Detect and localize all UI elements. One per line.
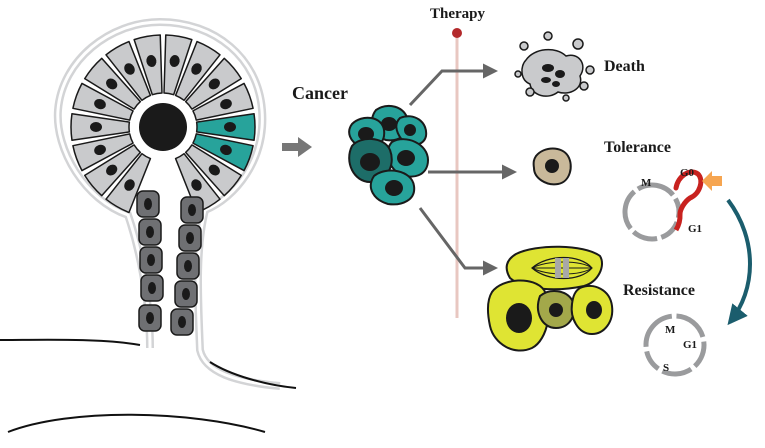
duct-cell bbox=[180, 196, 204, 224]
gland-structure bbox=[0, 17, 297, 433]
s-label: S bbox=[663, 362, 669, 374]
duct-cell bbox=[136, 190, 160, 218]
epithelial-cell bbox=[83, 57, 142, 110]
epithelial-cell bbox=[163, 34, 193, 96]
cancer-cell bbox=[369, 169, 416, 206]
resistance-cell-cycle: M G1 S bbox=[643, 313, 707, 377]
duct-cell bbox=[176, 252, 200, 280]
resistant-cell bbox=[570, 285, 614, 336]
apoptotic-cell bbox=[514, 31, 595, 102]
duct-cell bbox=[178, 224, 202, 252]
therapy-label: Therapy bbox=[430, 6, 486, 22]
cycle-ring bbox=[643, 313, 707, 377]
gland-inner-outline bbox=[56, 20, 281, 388]
tolerant-cell bbox=[532, 147, 572, 186]
death-label: Death bbox=[604, 58, 645, 75]
epithelial-cell bbox=[174, 40, 221, 102]
g1-label: G1 bbox=[683, 339, 697, 351]
g1-arc bbox=[673, 213, 683, 232]
cycle-segment bbox=[644, 350, 660, 371]
cycle-segment bbox=[643, 313, 673, 347]
m-label: M bbox=[665, 324, 676, 336]
cancer-cell bbox=[386, 138, 430, 178]
cycle-segment bbox=[636, 182, 675, 197]
cycle-segment bbox=[660, 220, 680, 240]
stroma-line-left bbox=[0, 338, 141, 346]
duct-cell bbox=[139, 246, 163, 274]
epithelial-cell bbox=[184, 57, 243, 110]
epithelial-cell bbox=[83, 144, 142, 197]
epithelial-cell bbox=[184, 144, 243, 197]
cancer-label: Cancer bbox=[292, 83, 348, 103]
arrow-to-death bbox=[408, 63, 498, 107]
duct-cell bbox=[138, 218, 162, 246]
g1-label: G1 bbox=[688, 223, 702, 235]
orange-arrow-icon bbox=[702, 171, 722, 191]
cancer-cell-cluster bbox=[348, 104, 430, 206]
epithelial-cell bbox=[72, 133, 134, 172]
cycle-segment bbox=[676, 313, 706, 338]
epithelial-cell-teal bbox=[192, 133, 254, 172]
resistance-label: Resistance bbox=[623, 282, 695, 299]
right-arrow-icon bbox=[282, 137, 312, 157]
epithelial-cell bbox=[133, 34, 163, 96]
curved-arrow-icon bbox=[726, 198, 752, 326]
therapy-marker-icon bbox=[452, 28, 462, 38]
epithelial-cell bbox=[70, 112, 131, 142]
duct-cell bbox=[138, 304, 162, 332]
tolerance-label: Tolerance bbox=[604, 139, 671, 156]
duct-cell bbox=[170, 308, 194, 336]
stroma-line-bottom bbox=[7, 413, 266, 433]
cycle-segment bbox=[661, 366, 693, 377]
arrow-to-resistance bbox=[418, 207, 498, 276]
stroma-line-right bbox=[209, 361, 297, 389]
epithelial-cell bbox=[72, 82, 134, 121]
g0-label: G0 bbox=[680, 167, 695, 179]
tolerance-cell-cycle: G0 M G1 bbox=[622, 167, 722, 242]
epithelial-cell-teal bbox=[195, 112, 256, 142]
epithelial-cell bbox=[192, 82, 254, 121]
duct-cells bbox=[136, 190, 204, 336]
epithelial-cell bbox=[174, 152, 221, 214]
lumen bbox=[139, 103, 187, 151]
cycle-segment bbox=[692, 341, 707, 369]
epithelial-cell bbox=[105, 152, 152, 214]
resistant-cell-olive bbox=[537, 290, 575, 330]
g0-loop bbox=[673, 169, 704, 217]
resistant-cell bbox=[486, 279, 550, 352]
m-label: M bbox=[641, 177, 652, 189]
cycle-ring bbox=[622, 182, 682, 242]
epithelial-cell-ring bbox=[70, 34, 256, 214]
cycle-segment bbox=[631, 229, 658, 242]
duct-cell bbox=[140, 274, 164, 302]
epithelial-cell bbox=[105, 40, 152, 102]
duct-cell bbox=[174, 280, 198, 308]
resistant-cells bbox=[486, 245, 614, 352]
cycle-segment bbox=[622, 189, 637, 231]
